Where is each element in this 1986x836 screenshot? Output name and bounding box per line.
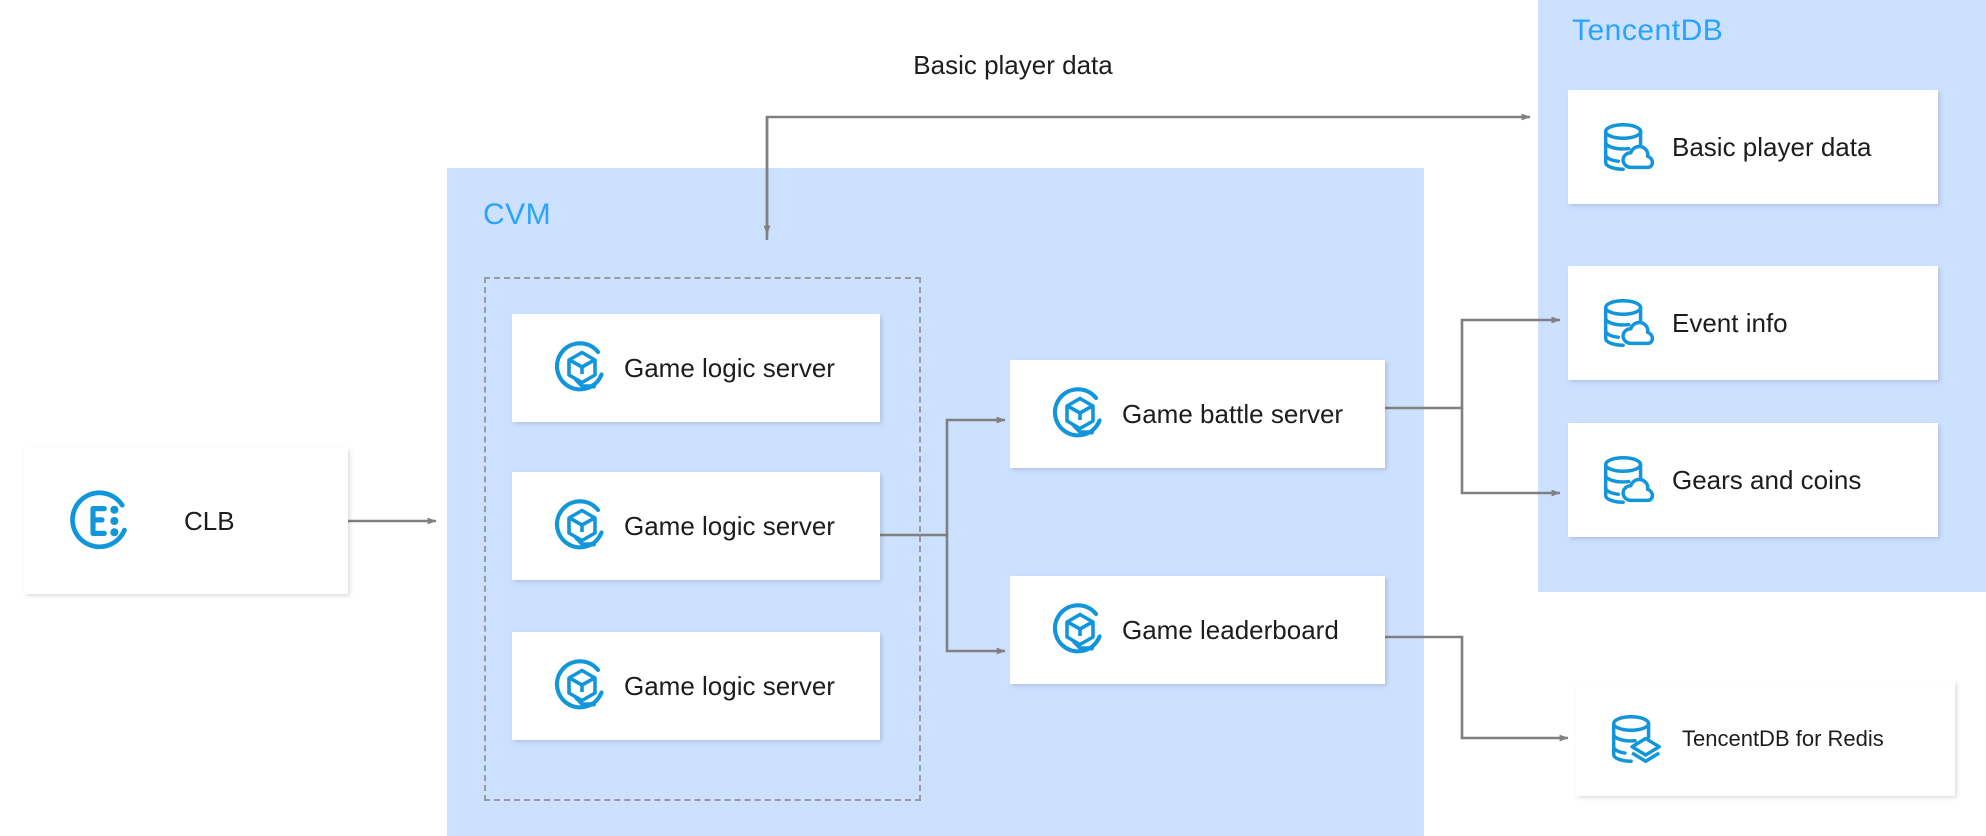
game-server-icon xyxy=(550,494,614,558)
node-label-game-logic-server-3: Game logic server xyxy=(624,670,835,701)
group-label-tencentdb: TencentDB xyxy=(1572,14,1724,47)
node-label-game-battle-server: Game battle server xyxy=(1122,398,1344,429)
node-label-game-logic-server-2: Game logic server xyxy=(624,510,835,541)
node-game-logic-server-1[interactable]: Game logic server xyxy=(512,314,880,422)
node-label-db-event-info: Event info xyxy=(1672,307,1788,338)
cloud-database-icon xyxy=(1596,292,1658,354)
game-server-icon xyxy=(550,654,614,718)
node-label-game-leaderboard: Game leaderboard xyxy=(1122,614,1339,645)
logic-server-cluster-boundary xyxy=(484,277,921,801)
node-label-game-logic-server-1: Game logic server xyxy=(624,352,835,383)
node-game-logic-server-3[interactable]: Game logic server xyxy=(512,632,880,740)
node-db-event-info[interactable]: Event info xyxy=(1568,266,1938,380)
node-label-db-tencentdb-for-redis: TencentDB for Redis xyxy=(1682,725,1884,751)
node-label-db-basic-player-data: Basic player data xyxy=(1672,131,1872,162)
game-server-icon xyxy=(1048,382,1112,446)
game-server-icon xyxy=(550,336,614,400)
node-db-basic-player-data[interactable]: Basic player data xyxy=(1568,90,1938,204)
node-db-gears-and-coins[interactable]: Gears and coins xyxy=(1568,423,1938,537)
clb-icon xyxy=(66,485,138,557)
game-server-icon xyxy=(1048,598,1112,662)
cloud-database-icon xyxy=(1596,116,1658,178)
node-game-battle-server[interactable]: Game battle server xyxy=(1010,360,1385,468)
cloud-database-icon xyxy=(1596,449,1658,511)
redis-database-icon xyxy=(1604,708,1666,770)
node-label-clb: CLB xyxy=(184,505,235,536)
node-label-db-gears-and-coins: Gears and coins xyxy=(1672,464,1862,495)
node-db-tencentdb-for-redis[interactable]: TencentDB for Redis xyxy=(1576,681,1955,796)
edge-label-basic-player-data: Basic player data xyxy=(913,50,1113,80)
group-label-cvm: CVM xyxy=(483,198,552,231)
node-game-leaderboard[interactable]: Game leaderboard xyxy=(1010,576,1385,684)
node-clb[interactable]: CLB xyxy=(24,448,348,594)
node-game-logic-server-2[interactable]: Game logic server xyxy=(512,472,880,580)
